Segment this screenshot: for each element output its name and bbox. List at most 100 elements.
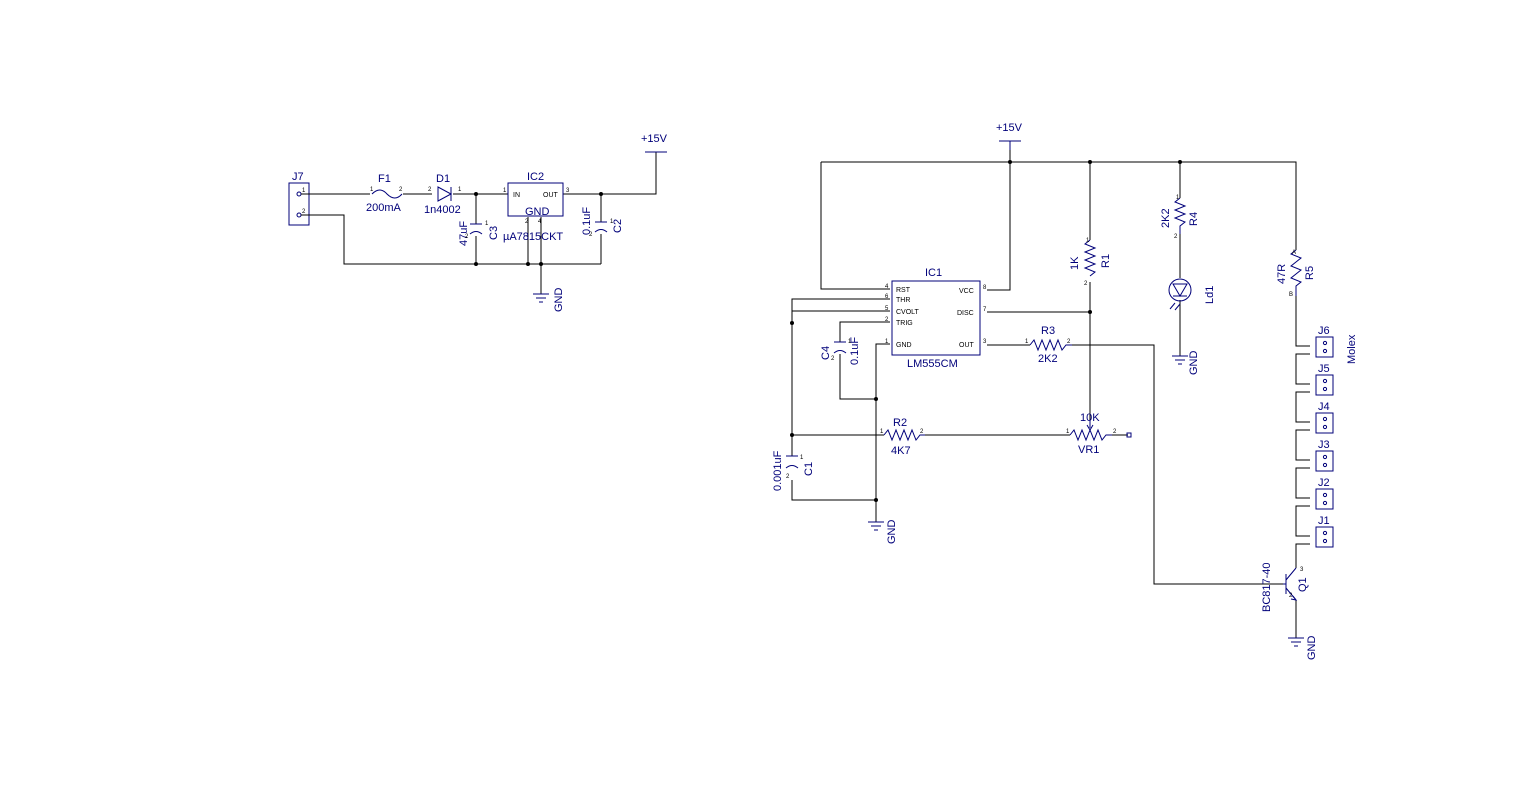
junction-dot (1088, 310, 1092, 314)
ic2-pin-out: OUT (543, 192, 559, 199)
q1-ref: Q1 (1297, 577, 1309, 592)
r4-value: 2K2 (1160, 208, 1172, 228)
pin-num: 2 (1084, 281, 1088, 287)
junction-dot (474, 192, 478, 196)
c3-ref: C3 (488, 226, 500, 240)
diode-d1[interactable]: D1 1n4002 2 1 (424, 173, 462, 216)
j6-label: J6 (1318, 325, 1330, 337)
supply-15v-left: +15V (641, 133, 668, 153)
regulator-ic2[interactable]: IC2 IN OUT GND µA7815CKT 1 3 2 4 (503, 171, 570, 243)
pin-num: 2 (1067, 339, 1071, 345)
junction-dot (874, 397, 878, 401)
fuse-f1[interactable]: F1 200mA 1 2 (366, 173, 403, 214)
capacitor-c2[interactable]: 0.1uF C2 1 2 (581, 207, 624, 238)
wire (839, 321, 890, 400)
connector-j5[interactable]: J5 (1315, 363, 1334, 396)
junction-dot (474, 262, 478, 266)
connector-j2[interactable]: J2 (1315, 477, 1334, 510)
pin-num: 1 (848, 339, 852, 345)
ic2-pin-in: IN (513, 192, 520, 199)
d1-value: 1n4002 (424, 204, 461, 216)
pin-num: 3 (1300, 567, 1304, 573)
c4-value: 0.1uF (849, 337, 861, 365)
connector-j4[interactable]: J4 (1315, 401, 1334, 434)
potentiometer-vr1[interactable]: 10K VR1 1 2 (1066, 412, 1132, 456)
r2-ref: R2 (893, 417, 907, 429)
junction-dot (526, 262, 530, 266)
resistor-r1[interactable]: 1K R1 1 2 (1069, 238, 1112, 287)
pin-num: 2 (831, 356, 835, 362)
r5-value: 47R (1276, 264, 1288, 284)
resistor-r4[interactable]: 2K2 R4 1 2 (1160, 195, 1200, 240)
wire (301, 214, 601, 265)
connector-j6[interactable]: J6 (1315, 325, 1334, 358)
timer-section: +15V IC1 LM555CM RST THR CVOLT TRIG GND … (772, 122, 1358, 660)
c3-value: 47uF (458, 221, 470, 246)
pin-num: 1 (1176, 195, 1180, 201)
ic1-pin-rst: RST (896, 287, 911, 294)
ic1-value: LM555CM (907, 358, 958, 370)
pin-num: 2 (1113, 429, 1117, 435)
f1-value: 200mA (366, 202, 402, 214)
timer-ic1[interactable]: IC1 LM555CM RST THR CVOLT TRIG GND VCC D… (885, 267, 987, 370)
r5-ref: R5 (1304, 266, 1316, 280)
wire (820, 162, 890, 290)
transistor-q1[interactable]: BC817-40 Q1 3 2 (1261, 562, 1309, 612)
junction-dot (599, 192, 603, 196)
resistor-r2[interactable]: R2 4K7 1 2 (880, 417, 925, 457)
resistor-r5[interactable]: 47R R5 A B (1276, 249, 1316, 298)
ground-label: GND (1306, 636, 1318, 661)
pin-num: 4 (885, 284, 889, 290)
f1-ref: F1 (378, 173, 391, 185)
r3-value: 2K2 (1038, 353, 1058, 365)
resistor-r3[interactable]: R3 2K2 1 2 (1025, 325, 1072, 365)
ground-symbol-ps: GND (533, 288, 565, 313)
wire (1295, 296, 1310, 347)
capacitor-c4[interactable]: C4 0.1uF 1 2 (820, 337, 861, 365)
ic2-value: µA7815CKT (503, 231, 563, 243)
ic2-pin-gnd: GND (525, 206, 550, 218)
capacitor-c3[interactable]: 47uF C3 1 2 (458, 221, 500, 246)
junction-dot (790, 433, 794, 437)
ic1-pin-gnd: GND (896, 342, 912, 349)
c4-ref: C4 (820, 346, 832, 360)
supply-15v-right: +15V (996, 122, 1023, 150)
pin-num: 8 (983, 285, 987, 291)
pin-num: 1 (800, 455, 804, 461)
pin-num: B (1289, 292, 1293, 298)
junction-dot (1008, 160, 1012, 164)
wire (1295, 353, 1310, 568)
connector-j3[interactable]: J3 (1315, 439, 1334, 472)
j3-label: J3 (1318, 439, 1330, 451)
wire (475, 194, 602, 294)
c2-value: 0.1uF (581, 207, 593, 235)
junction-dot (1178, 160, 1182, 164)
ic1-ref: IC1 (925, 267, 942, 279)
pin-num: 2 (920, 429, 924, 435)
pin-num: 2 (1174, 234, 1178, 240)
led-ld1[interactable]: Ld1 (1168, 278, 1216, 311)
ic1-pin-cvolt: CVOLT (896, 309, 920, 316)
capacitor-c1[interactable]: 0.001uF C1 1 2 (772, 450, 815, 491)
pin-num: 2 (399, 187, 403, 193)
pin-num: 1 (458, 187, 462, 193)
vr1-value: 10K (1080, 412, 1100, 424)
ic2-ref: IC2 (527, 171, 544, 183)
pin-num: 1 (885, 339, 889, 345)
c1-value: 0.001uF (772, 450, 784, 491)
wire (791, 298, 890, 501)
connector-j7[interactable]: J7 1 2 (288, 171, 310, 226)
connector-j1[interactable]: J1 (1315, 515, 1334, 548)
ground-label: GND (553, 288, 565, 313)
ic1-pin-trig: TRIG (896, 320, 913, 327)
ic1-pin-out: OUT (959, 342, 975, 349)
power-supply-section: J7 1 2 F1 200mA 1 2 D1 1n4002 2 1 IC2 IN (288, 133, 668, 313)
wire (987, 150, 1011, 291)
pin-num: 2 (525, 219, 529, 225)
rail-label: +15V (641, 133, 668, 145)
pin-num: 2 (428, 187, 432, 193)
r1-value: 1K (1069, 256, 1081, 270)
pin-num: 1 (370, 187, 374, 193)
pin-num: 1 (485, 221, 489, 227)
junction-dot (539, 262, 543, 266)
